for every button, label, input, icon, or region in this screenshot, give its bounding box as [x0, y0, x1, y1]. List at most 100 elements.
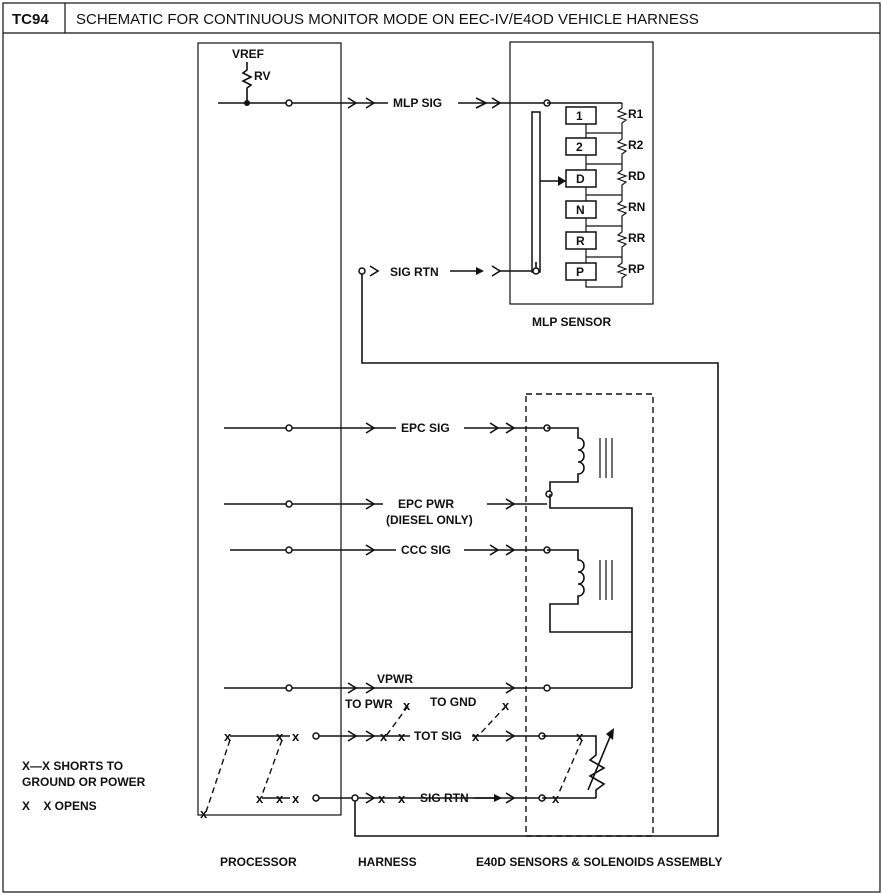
legend-opens: X X OPENS	[22, 799, 97, 813]
epc-pwr-pin	[545, 490, 553, 498]
position-box-p	[565, 262, 597, 281]
thermistor-arrow	[587, 731, 613, 791]
resistor-rr: RR	[628, 231, 646, 245]
ground-short-x: x	[200, 806, 208, 821]
legend-shorts-line1: X—X SHORTS TO	[22, 759, 123, 773]
to-gnd-label: TO GND	[430, 695, 477, 709]
resistor-ladder	[585, 103, 628, 288]
harness-sig-rtn-splice	[351, 794, 359, 802]
harness-label: HARNESS	[358, 855, 417, 869]
short-line-1	[205, 739, 231, 813]
figure-title: SCHEMATIC FOR CONTINUOUS MONITOR MODE ON…	[76, 11, 699, 28]
e4od-assembly-box	[525, 393, 654, 837]
position-label-r: R	[576, 234, 585, 248]
tot-open-x2: x	[380, 729, 388, 744]
epc-sig-label: EPC SIG	[401, 421, 450, 435]
short-line-2	[261, 739, 283, 796]
tot-short-x1: x	[224, 729, 232, 744]
sig-rtn-open-x2: x	[292, 791, 300, 806]
processor-pin-ccc	[285, 546, 293, 554]
mlp-sensor-label: MLP SENSOR	[532, 315, 611, 329]
assembly-label: E40D SENSORS & SOLENOIDS ASSEMBLY	[476, 855, 723, 869]
sig-rtn-short-x2: x	[552, 791, 560, 806]
short-x-pwr: x	[403, 698, 411, 713]
short-x-gnd: x	[502, 698, 510, 713]
connector-sig-rtn-top-out	[491, 265, 502, 277]
connector-mlp-out	[475, 97, 502, 109]
processor-box	[197, 42, 342, 816]
thermistor-arrowhead	[606, 728, 614, 740]
mlp-sig-label: MLP SIG	[393, 96, 442, 110]
resistor-rd: RD	[628, 169, 646, 183]
position-box-d	[565, 169, 597, 188]
short-to-gnd	[477, 705, 507, 737]
tot-short-x2: x	[276, 729, 284, 744]
connector-sig-rtn-top-in	[369, 265, 380, 277]
tot-short-x4: x	[576, 729, 584, 744]
epc-pwr-bg	[383, 495, 487, 511]
sig-rtn-short-x1: x	[256, 791, 264, 806]
sig-rtn-open-x4: x	[398, 791, 406, 806]
connector-ccc-out	[489, 544, 516, 556]
ccc-solenoid-core	[599, 560, 613, 600]
connector-tot-in	[347, 730, 376, 742]
processor-pin-sig-rtn	[312, 794, 320, 802]
position-label-p: P	[576, 265, 584, 279]
vref-label: VREF	[232, 47, 264, 61]
resistor-rn: RN	[628, 200, 645, 214]
position-label-d: D	[576, 172, 585, 186]
rv-resistor	[241, 62, 253, 103]
ccc-sig-label: CCC SIG	[401, 543, 451, 557]
resistor-rp: RP	[628, 262, 645, 276]
position-label-1: 1	[576, 109, 583, 123]
ccc-solenoid-coil	[547, 549, 632, 633]
processor-pin-vpwr	[285, 684, 293, 692]
processor-pin-mlp	[285, 99, 293, 107]
vref-junction	[244, 100, 250, 106]
resistor-r2: R2	[628, 138, 644, 152]
connector-sig-rtn-in	[365, 792, 376, 804]
tot-sig-bg	[410, 727, 472, 743]
tot-sig-label: TOT SIG	[414, 729, 462, 743]
mlp-sig-bg	[388, 94, 458, 110]
processor-pin-tot	[312, 732, 320, 740]
sig-rtn-open-x3: x	[378, 791, 386, 806]
sig-rtn-top-pin	[358, 267, 366, 275]
short-line-3	[557, 739, 583, 796]
connector-tot-out	[505, 730, 516, 742]
sig-rtn-top-label: SIG RTN	[390, 265, 439, 279]
resistor-r1: R1	[628, 107, 644, 121]
connector-epc-out	[489, 422, 516, 434]
to-pwr-label: TO PWR	[345, 697, 393, 711]
position-box-r	[565, 231, 597, 250]
position-box-2	[565, 137, 597, 156]
processor-pin-epc	[285, 424, 293, 432]
mlp-slider-bar	[531, 111, 541, 273]
connector-vpwr-in	[347, 682, 376, 694]
mlp-wiper-arrow	[558, 176, 566, 186]
mlp-positions: 1 2 D N R P	[565, 106, 597, 281]
sig-rtn-top-wire	[500, 262, 537, 272]
figure-tag: TC94	[12, 11, 49, 28]
epc-pwr-bus	[549, 494, 633, 688]
tot-open-x1: x	[292, 729, 300, 744]
epc-pwr-note: (DIESEL ONLY)	[386, 513, 473, 527]
tot-thermistor	[542, 735, 606, 798]
epc-sig-bg	[396, 419, 464, 435]
legend-shorts-line2: GROUND OR POWER	[22, 775, 146, 789]
connector-ccc-in	[365, 544, 376, 556]
position-label-n: N	[576, 203, 585, 217]
vpwr-pin	[543, 684, 551, 692]
processor-label: PROCESSOR	[220, 855, 297, 869]
rv-label: RV	[254, 69, 270, 83]
processor-pin-epc-pwr	[285, 500, 293, 508]
sig-rtn-bottom-label: SIG RTN	[420, 791, 469, 805]
epc-pwr-label: EPC PWR	[398, 497, 454, 511]
sig-rtn-open-x1: x	[276, 791, 284, 806]
tot-open-x3: x	[398, 729, 406, 744]
sig-rtn-top-arrowhead	[476, 267, 484, 275]
sig-rtn-top-junction	[532, 267, 540, 275]
